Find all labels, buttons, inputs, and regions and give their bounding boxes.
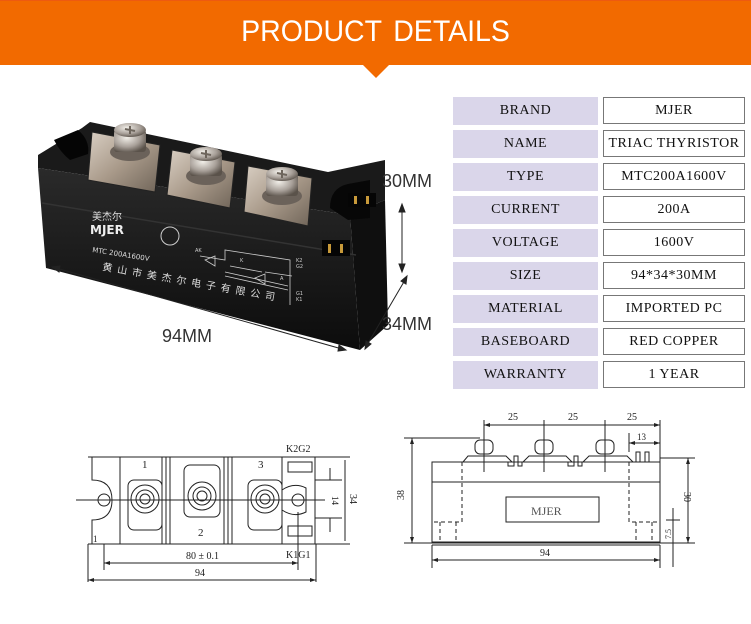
spec-value: 1600V	[603, 229, 745, 256]
length-dimension-line	[55, 267, 343, 350]
module-brand-logo: MJER	[90, 223, 124, 237]
spec-row-name: NAME TRIAC THYRISTOR	[453, 130, 746, 158]
brand-plate-label: MJER	[531, 504, 562, 518]
circuit-label: G1	[296, 291, 303, 297]
length-dimension-label: 94MM	[162, 326, 213, 346]
spec-value: MTC200A1600V	[603, 163, 745, 190]
circuit-label: AK	[195, 248, 202, 254]
depth-dimension-line	[366, 279, 406, 346]
terminal-screw-2	[186, 147, 226, 185]
width-label: 34	[347, 494, 358, 504]
spec-row-material: MATERIAL IMPORTED PC	[453, 295, 746, 323]
inner-width-label: 14	[330, 496, 340, 506]
spec-row-warranty: WARRANTY 1 YEAR	[453, 361, 746, 389]
spec-row-baseboard: BASEBOARD RED COPPER	[453, 328, 746, 356]
spec-value: RED COPPER	[603, 328, 745, 355]
spec-label: SIZE	[453, 262, 598, 290]
circuit-label: K	[240, 258, 244, 264]
thyristor-module-illustration: 美杰尔 MJER MTC 200A1600V 黄山市美杰尔电子有限公司 AKK	[38, 122, 408, 352]
gate-label-top: K2G2	[286, 444, 310, 455]
terminal-screw-3	[262, 167, 302, 205]
spec-label: MATERIAL	[453, 295, 598, 323]
circuit-label: A	[280, 276, 284, 282]
page-title: PRODUCT DETAILS	[241, 15, 510, 48]
mount-distance-label: 80 ± 0.1	[186, 551, 219, 562]
edge-label: 1	[93, 534, 98, 544]
spec-row-current: CURRENT 200A	[453, 196, 746, 224]
total-height-label: 38	[396, 490, 407, 500]
spec-row-size: SIZE 94*34*30MM	[453, 262, 746, 290]
spec-label: WARRANTY	[453, 361, 598, 389]
pitch-label-1: 25	[508, 412, 518, 423]
spec-label: BASEBOARD	[453, 328, 598, 356]
spec-value: 94*34*30MM	[603, 262, 745, 289]
top-view-drawing: 1 2 3 K2G2 K1G1 80 ± 0.1 94 1 14 34	[76, 444, 358, 582]
side-length-label: 94	[540, 548, 550, 559]
side-view-drawing: 25 25 25 13 38 30 7.5 94 MJER	[396, 412, 695, 568]
circuit-label: K1	[296, 297, 302, 303]
module-chinese-brand: 美杰尔	[92, 210, 122, 223]
base-height-label: 7.5	[664, 529, 673, 539]
spec-label: BRAND	[453, 97, 598, 125]
gate-label-bottom: K1G1	[286, 550, 310, 561]
terminal-label-2: 2	[198, 527, 204, 539]
banner-pointer	[363, 65, 389, 78]
terminal-label-3: 3	[258, 459, 264, 471]
body-height-label: 30	[681, 492, 692, 502]
circuit-label: K2	[296, 258, 302, 264]
length-label: 94	[195, 568, 205, 579]
terminal-screw-1	[110, 123, 150, 161]
terminal-label-1: 1	[142, 459, 148, 471]
spec-row-brand: BRAND MJER	[453, 97, 746, 125]
spec-label: NAME	[453, 130, 598, 158]
spec-value: MJER	[603, 97, 745, 124]
pitch-label-2: 25	[568, 412, 578, 423]
header-banner: PRODUCT DETAILS	[0, 0, 751, 65]
spec-value: 1 YEAR	[603, 361, 745, 388]
spec-value: TRIAC THYRISTOR	[603, 130, 745, 157]
spec-label: VOLTAGE	[453, 229, 598, 257]
spec-value: 200A	[603, 196, 745, 223]
circuit-label: G2	[296, 264, 303, 270]
spec-row-type: TYPE MTC200A1600V	[453, 163, 746, 191]
pitch-label-3: 25	[627, 412, 637, 423]
height-dimension-label: 30MM	[382, 171, 433, 191]
spec-value: IMPORTED PC	[603, 295, 745, 322]
spec-label: CURRENT	[453, 196, 598, 224]
module-side-face	[350, 200, 388, 350]
gate-pitch-label: 13	[637, 432, 647, 442]
depth-dimension-label: 34MM	[382, 314, 433, 334]
circuit-diagram	[199, 249, 293, 305]
spec-label: TYPE	[453, 163, 598, 191]
certification-mark	[160, 226, 180, 246]
spec-row-voltage: VOLTAGE 1600V	[453, 229, 746, 257]
